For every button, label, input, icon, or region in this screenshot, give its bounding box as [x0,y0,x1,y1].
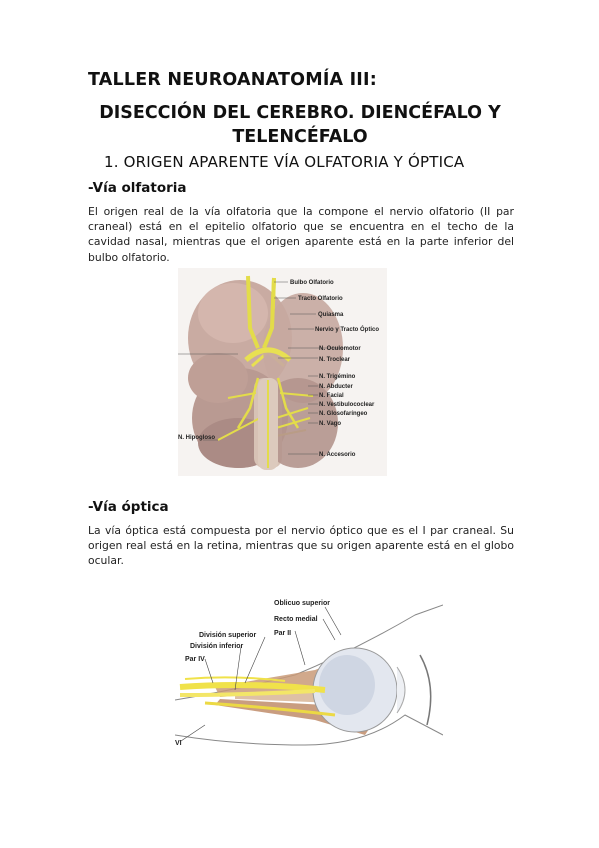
subtitle-line-1: DISECCIÓN DEL CEREBRO. DIENCÉFALO Y [99,103,501,123]
label-tracto-olfatorio: Tracto Olfatorio [298,296,343,302]
optica-paragraph: La vía óptica está compuesta por el nerv… [88,524,514,568]
olfatoria-paragraph: El origen real de la vía olfatoria que l… [88,205,514,264]
label-trigemino: N. Trigémino [319,374,356,380]
label-par-iv: Par IV [185,656,205,663]
label-troclear: N. Troclear [319,357,351,363]
page-title: TALLER NEUROANATOMÍA III: [88,70,377,90]
label-oculomotor: N. Oculomotor [319,346,361,352]
label-glosofaringeo: N. Glosofaríngeo [319,411,368,417]
brain-base-illustration: Bulbo Olfatorio Tracto Olfatorio Quiasma… [178,268,387,476]
label-division-superior: División superior [199,632,256,639]
label-bulbo-olfatorio: Bulbo Olfatorio [290,280,334,286]
eye-figure: Oblicuo superior Recto medial Par II Div… [174,595,444,775]
label-vi: VI [175,740,182,747]
document-subtitle: DISECCIÓN DEL CEREBRO. DIENCÉFALO Y TELE… [60,101,540,149]
label-hipogloso: N. Hipogloso [178,435,215,441]
label-recto-medial: Recto medial [274,616,318,623]
section-heading: 1. ORIGEN APARENTE VÍA OLFATORIA Y ÓPTIC… [104,153,465,171]
label-quiasma: Quiasma [318,312,344,318]
label-accesorio: N. Accesorio [319,452,356,458]
subtitle-line-2: TELENCÉFALO [232,127,368,147]
label-facial: N. Facial [319,393,344,399]
label-abducter: N. Abducter [319,384,353,390]
eye-illustration: Oblicuo superior Recto medial Par II Div… [174,595,444,775]
label-vago: N. Vago [319,421,341,427]
label-par-ii: Par II [274,630,291,637]
label-division-inferior: División inferior [190,643,244,650]
brain-base-figure: Bulbo Olfatorio Tracto Olfatorio Quiasma… [178,268,387,476]
label-oblicuo-superior: Oblicuo superior [274,600,330,607]
optica-heading: -Vía óptica [88,499,169,515]
olfatoria-heading: -Vía olfatoria [88,180,187,196]
label-nervio-optico: Nervio y Tracto Óptico [315,325,379,333]
label-vestibulococlear: N. Vestibulococlear [319,402,375,408]
